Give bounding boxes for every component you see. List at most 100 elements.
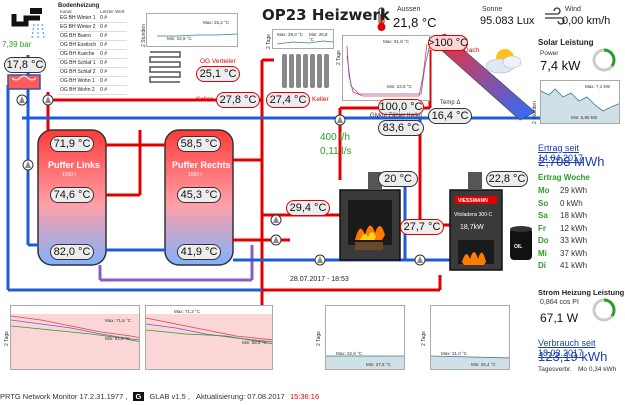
ertrag-value: 2,708 MWh <box>538 154 605 169</box>
temp-solar-delta: 16,4 °C <box>428 108 472 124</box>
chart-min: Min: 58,5 °C <box>242 340 267 345</box>
footer-prtg[interactable]: PRTG Network Monitor 17.2.31.1977 , <box>0 392 128 401</box>
chart-puffer-links[interactable]: Max: 71,6 °C Min: 61,5 °C <box>10 305 140 370</box>
col-kanal: Kanal <box>60 9 72 14</box>
pump-icon <box>334 114 346 126</box>
pump-icon <box>270 234 282 246</box>
wert-cell: 0 # <box>98 85 127 95</box>
bodenheizung-panel: Bodenheizung Kanal Letzter Wert EG BH Wi… <box>58 3 140 95</box>
chart-min: Min: 26,4 °C <box>471 362 496 367</box>
wind-icon <box>545 7 565 25</box>
sun-cloud-icon <box>485 49 522 74</box>
footer-aktual: Aktualisierung: <box>196 392 246 401</box>
chart-min: Min: 24,9 °C <box>167 36 192 41</box>
chart-og-verteiler[interactable]: Max: 25,2 °C Min: 24,9 °C <box>146 13 238 47</box>
chart-solar-power[interactable]: Max: 7,1 kW Min: 6,90 kW <box>540 80 620 124</box>
temp-puffer-left-bot: 82,0 °C <box>50 244 94 260</box>
floor-heating-icon <box>149 51 181 83</box>
chart-keller[interactable]: Max: 29,3 °C Min: 26,8 °C <box>272 29 334 49</box>
wert-cell: 0 # <box>98 31 127 41</box>
oil-label: OIL <box>514 244 523 250</box>
solar-gauge-icon <box>592 48 616 72</box>
chart-range-label: 2 Tage <box>336 50 342 65</box>
chart-line <box>146 314 272 369</box>
chart-solar-temp[interactable]: Max: 91,8 °C Min: 23,8 °C <box>342 35 430 101</box>
flow-ls: 0,11 l/s <box>320 146 352 157</box>
kanal-cell: OG BH Schlaf 2 <box>58 67 99 77</box>
glykol-label: Glykol Zähler Keller <box>370 113 423 119</box>
sonne-value: 95.083 Lux <box>480 15 535 27</box>
verbrauch-link[interactable]: Verbrauch seit 18.03.2017 <box>538 338 596 358</box>
day-label: Fr <box>538 223 546 233</box>
footer-glab: GLAB v1.5 , <box>149 392 190 401</box>
puffer-links-name: Puffer Links <box>48 160 101 170</box>
timestamp: 28.07.2017 - 18:53 <box>290 276 349 283</box>
day-value: 12 kWh <box>560 223 588 233</box>
day-value: 29 kWh <box>560 186 588 195</box>
verbrauch-value: 123,19 kWh <box>538 349 608 364</box>
puffer-rechts-name: Puffer Rechts <box>172 160 231 170</box>
wood-boiler <box>339 172 401 261</box>
temp-puffer-left-top: 71,9 °C <box>50 136 94 152</box>
bodenheizung-title: Bodenheizung <box>58 3 100 9</box>
ertrag-link[interactable]: Ertrag seit 14.04.2017 <box>538 143 584 163</box>
pump-icon <box>22 159 34 171</box>
pump-icon <box>16 94 28 106</box>
temp-keller-left: 27,8 °C <box>216 92 260 108</box>
chart-max: Max: 25,2 °C <box>203 20 230 25</box>
chart-gas[interactable]: Max: 31,0 °C Min: 26,4 °C <box>430 305 510 370</box>
chart-max: Max: 71,3 °C <box>174 309 201 314</box>
strom-title: Strom Heizung Leistung <box>538 288 625 297</box>
woche-title: Ertrag Woche <box>538 173 590 182</box>
temp-puffer-right-top: 58,5 °C <box>177 136 221 152</box>
boiler-model: Vitoladens 300-C <box>454 212 493 218</box>
kanal-cell: OG BH Wohn 2 <box>58 85 99 95</box>
day-label: Di <box>538 261 546 270</box>
oil-barrel-icon <box>510 226 532 260</box>
wind-label: Wind <box>565 6 581 13</box>
day-row: So 0 kWh <box>538 199 600 208</box>
chart-max: Max: 71,6 °C <box>105 318 132 323</box>
pump-icon <box>314 254 326 266</box>
chart-range-label: 2 Tage <box>266 34 272 49</box>
keller-left-label: Keller <box>196 96 213 103</box>
strom-cos: 0,864 cos PI <box>540 299 579 306</box>
glab-logo-icon: G <box>132 392 145 401</box>
chart-line <box>326 355 404 369</box>
day-value: 33 kWh <box>560 236 588 245</box>
kanal-cell: OG BH Wohn 1 <box>58 76 99 86</box>
water-tap-icon <box>11 8 45 39</box>
temp-glykol: 83,6 °C <box>378 120 424 136</box>
temp-delta-label: Temp Δ <box>440 100 461 106</box>
chart-puffer-rechts[interactable]: Max: 71,3 °C Min: 58,5 °C <box>145 305 273 370</box>
chart-line <box>346 43 429 97</box>
chart-min: Min: 6,90 kW <box>571 115 598 120</box>
chart-holz[interactable]: Max: 32,9 °C Min: 27,6 °C <box>325 305 405 370</box>
day-label: Sa <box>538 211 548 220</box>
temp-gas-flue: 22,8 °C <box>486 171 528 187</box>
wert-cell: 0 # <box>98 67 127 77</box>
day-label: So <box>538 198 549 208</box>
kanal-cell: OG BH Esstisch <box>58 40 99 50</box>
day-value: 0 kWh <box>560 198 583 208</box>
wind-value: 0,00 km/h <box>562 15 611 27</box>
footer-time: 15:36:16 <box>289 392 320 401</box>
dach-label: Dach <box>464 47 480 54</box>
boiler-brand: VIESSMANN <box>458 198 488 204</box>
chart-max: Max: 91,8 °C <box>383 39 410 44</box>
temp-wood-flue: 20 °C <box>378 171 418 187</box>
puffer-rechts-vol: 1000 l <box>188 172 202 178</box>
chart-min: Min: 23,8 °C <box>387 84 412 89</box>
puffer-links-vol: 1000 l <box>62 172 76 178</box>
footer-bar: PRTG Network Monitor 17.2.31.1977 , G GL… <box>0 392 319 401</box>
chart-line <box>541 88 619 123</box>
